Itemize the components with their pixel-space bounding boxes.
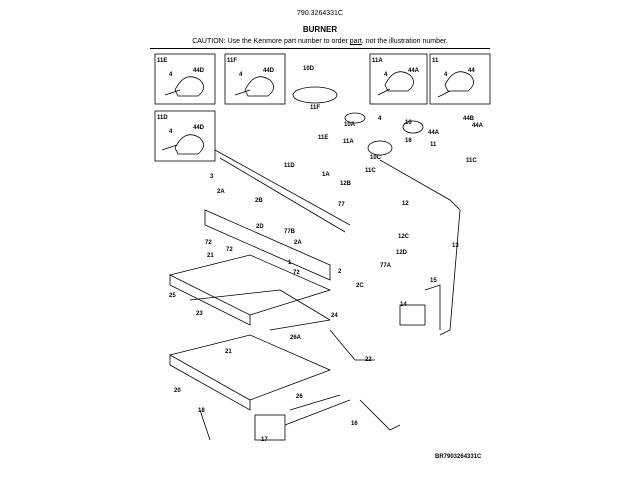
- callout-3: 3: [210, 174, 214, 180]
- callout-11: 11: [430, 142, 437, 148]
- part-link[interactable]: part: [349, 38, 362, 45]
- inset-box-11a: [369, 53, 428, 105]
- callout-11c: 11C: [365, 168, 376, 174]
- callout-15: 15: [430, 278, 437, 284]
- callout-14: 14: [400, 302, 407, 308]
- callout-72: 72: [226, 247, 233, 253]
- caution-after: , not the illustration number.: [361, 38, 448, 45]
- callout-18: 18: [198, 408, 205, 414]
- callout-2: 2: [338, 269, 342, 275]
- inset-part-label: 44: [468, 68, 475, 74]
- callout-72: 72: [205, 240, 212, 246]
- callout-1a: 1A: [322, 172, 330, 178]
- callout-17: 17: [261, 437, 268, 443]
- inset-part-label: 4: [169, 129, 173, 135]
- callout-10d: 10D: [303, 66, 315, 72]
- panel-25: [168, 254, 332, 326]
- callout-16: 16: [351, 421, 358, 427]
- callout-23: 23: [196, 311, 203, 317]
- inset-label: 11A: [372, 58, 383, 64]
- caution-before: CAUTION: Use the Kenmore part number to …: [192, 38, 350, 45]
- gas-tube-13: [379, 159, 461, 336]
- callout-77a: 77A: [380, 263, 392, 269]
- callout-72: 72: [293, 270, 300, 276]
- footer-code: BR7903264331C: [435, 454, 482, 460]
- manifold-rail: [204, 209, 331, 281]
- document-number: 790.3264331C: [297, 10, 343, 17]
- valve-17: [254, 414, 286, 441]
- inset-part-label: 44A: [408, 68, 420, 74]
- callout-13: 13: [452, 243, 459, 249]
- regulator-14: [399, 304, 426, 326]
- inset-part-label: 44D: [193, 68, 205, 74]
- inset-box-11d: [154, 110, 216, 162]
- callout-12b: 12B: [340, 181, 352, 187]
- inset-part-label: 4: [169, 72, 173, 78]
- callout-77b: 77B: [284, 229, 296, 235]
- callout-11c: 11C: [466, 158, 477, 164]
- callout-25: 25: [169, 293, 176, 299]
- callout-2d: 2D: [256, 224, 264, 230]
- callout-11f: 11F: [310, 105, 320, 111]
- callout-44a: 44A: [472, 123, 484, 129]
- panel-20: [168, 334, 332, 411]
- inset-label: 11D: [157, 115, 168, 121]
- inset-label: 11F: [227, 58, 237, 64]
- callout-12: 12: [402, 201, 409, 207]
- callout-44b: 44B: [463, 116, 475, 122]
- callout-16: 16: [405, 138, 412, 144]
- callout-20: 20: [174, 388, 181, 394]
- callout-24: 24: [331, 313, 338, 319]
- inset-box-11f: [224, 53, 286, 105]
- callout-21: 21: [207, 253, 214, 259]
- inset-box-11e: [154, 53, 216, 105]
- inset-label: 11: [432, 58, 439, 64]
- callout-2a: 2A: [217, 189, 225, 195]
- callout-12c: 12C: [398, 234, 410, 240]
- callout-12d: 12D: [396, 250, 408, 256]
- inset-label: 11E: [157, 58, 167, 64]
- page-title: BURNER: [302, 25, 338, 34]
- callout-4: 4: [378, 116, 382, 122]
- inset-part-label: 4: [444, 72, 448, 78]
- callout-11a: 11A: [343, 139, 354, 145]
- callout-22: 22: [365, 357, 372, 363]
- callout-44a: 44A: [428, 130, 440, 136]
- burner-10d: [292, 86, 338, 104]
- burner-10c: [367, 140, 393, 156]
- callout-2a: 2A: [294, 240, 302, 246]
- callout-26a: 26A: [290, 335, 302, 341]
- inset-box-11: [429, 53, 491, 105]
- inset-part-label: 4: [384, 72, 388, 78]
- inset-part-label: 4: [239, 72, 243, 78]
- diagram-drawing: [154, 53, 491, 441]
- callout-2b: 2B: [255, 198, 263, 204]
- callout-10a: 10A: [344, 122, 356, 128]
- callout-77: 77: [338, 202, 345, 208]
- callout-26: 26: [296, 394, 303, 400]
- callout-10: 10: [405, 120, 412, 126]
- callout-11e: 11E: [318, 135, 328, 141]
- header-divider: [150, 48, 490, 49]
- inset-part-label: 44D: [193, 125, 205, 131]
- callout-11d: 11D: [284, 163, 295, 169]
- callout-2c: 2C: [356, 283, 364, 289]
- callout-21: 21: [225, 349, 232, 355]
- callout-1: 1: [288, 260, 292, 266]
- caution-text: CAUTION: Use the Kenmore part number to …: [0, 38, 640, 45]
- callout-10c: 10C: [370, 155, 382, 161]
- inset-part-label: 44D: [263, 68, 275, 74]
